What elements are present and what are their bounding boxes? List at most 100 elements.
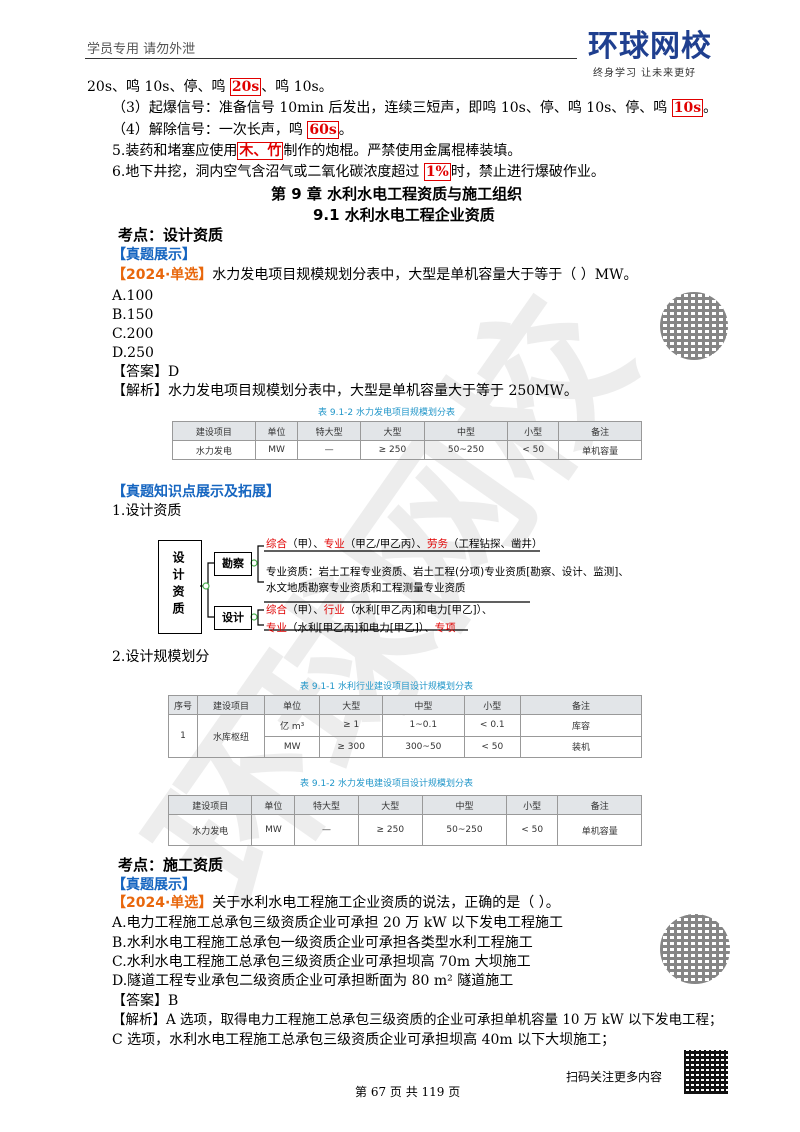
mindmap-sheji-line2: 专业（水利[甲乙丙]和电力[甲乙]）、专项 [266, 622, 456, 634]
kp2-option-a: A.电力工程施工总承包三级资质企业可承担 20 万 kW 以下发电工程施工 [112, 915, 564, 931]
table-cell: MW [254, 440, 299, 460]
table-header-row: 建设项目 单位 特大型 大型 中型 小型 备注 [172, 421, 642, 441]
table-cell: 1~0.1 [382, 714, 465, 737]
table-header-cell: 建设项目 [167, 795, 253, 815]
table-cell: < 50 [507, 440, 560, 460]
table2-caption: 表 9.1-1 水利行业建设项目设计规模划分表 [300, 682, 474, 692]
mindmap-connectors [200, 545, 540, 631]
table-header-cell: 小型 [507, 421, 560, 441]
table3-caption: 表 9.1-2 水力发电建设项目设计规模划分表 [300, 779, 474, 789]
blast-line-2: （3）起爆信号：准备信号 10min 后发出，连续三短声，即鸣 10s、停、鸣 … [112, 99, 718, 117]
chapter-title: 第 9 章 水利水电工程资质与施工组织 [271, 185, 523, 203]
kp1-analysis: 【解析】水力发电项目规模划分表中，大型是单机容量大于等于 250MW。 [112, 383, 578, 399]
header-rule [85, 58, 577, 59]
section-title: 9.1 水利水电工程企业资质 [313, 206, 495, 224]
header-notice: 学员专用 请勿外泄 [87, 42, 196, 57]
table-cell: 水力发电 [172, 440, 256, 460]
table-cell: 50~250 [422, 814, 507, 846]
table-cell: ≥ 1 [319, 714, 384, 737]
table-cell: 50~250 [423, 440, 509, 460]
mindmap-kancha-line1: 综合（甲）、专业（甲乙/甲乙丙）、劳务（工程钻探、凿井） [266, 538, 543, 550]
table-header-cell: 备注 [557, 795, 642, 815]
table-cell: < 0.1 [463, 714, 522, 737]
table-cell: 单机容量 [558, 440, 642, 460]
table-row: MW ≥ 300 300~50 < 50 装机 [169, 735, 642, 758]
kp1-ext-item1: 1.设计资质 [112, 503, 182, 519]
kp2-analysis-1: 【解析】A 选项，取得电力工程施工总承包三级资质的企业可承担单机容量 10 万 … [112, 1012, 723, 1028]
table-cell: MW [251, 814, 296, 846]
table-header-cell: 单位 [254, 421, 299, 441]
mindmap-kancha-line2: 专业资质：岩土工程专业资质、岩土工程(分项)专业资质[勘察、设计、监测]、 [266, 566, 629, 578]
table-header-cell: 中型 [382, 695, 465, 715]
blast-line-4: 5.装药和堵塞应使用木、竹制作的炮棍。严禁使用金属棍棒装填。 [112, 142, 522, 160]
table-cell: 水库枢纽 [197, 714, 265, 758]
table-cell: 单机容量 [557, 814, 642, 846]
table-header-cell: 大型 [319, 695, 384, 715]
kp1-option-a: A.100 [112, 288, 154, 304]
table-cell: 300~50 [382, 735, 465, 758]
table-cell: ≥ 250 [359, 440, 425, 460]
table-header-cell: 特大型 [297, 421, 361, 441]
table-row: 1 水库枢纽 亿 m³ ≥ 1 1~0.1 < 0.1 库容 [168, 714, 642, 758]
kp1-option-d: D.250 [112, 345, 154, 361]
table-cell: ≥ 300 [319, 735, 384, 758]
table-cell: ≥ 250 [357, 814, 424, 846]
mindmap-branch-kancha: 勘察 [214, 552, 252, 576]
logo-slogan: 终身学习 让未来更好 [593, 68, 697, 79]
table-header-cell: 备注 [558, 421, 642, 441]
table-cell: 水力发电 [167, 814, 253, 846]
table-header-cell: 特大型 [294, 795, 359, 815]
kp2-option-c: C.水利水电工程施工总承包三级资质企业可承担坝高 70m 大坝施工 [112, 954, 531, 970]
table-cell: 亿 m³ [263, 714, 321, 737]
table-header-cell: 备注 [520, 695, 642, 715]
kp1-title: 考点：设计资质 [118, 226, 224, 244]
blast-line-1: 20s、鸣 10s、停、鸣 20s、鸣 10s。 [87, 78, 333, 96]
mindmap-kancha-line3: 水文地质勘察专业资质和工程测量专业资质 [266, 582, 466, 594]
mindmap-root: 设计资质 [158, 540, 202, 634]
footer-qr-text: 扫码关注更多内容 [566, 1070, 663, 1084]
table-header-row: 建设项目 单位 特大型 大型 中型 小型 备注 [167, 795, 642, 815]
table-row: 水力发电 MW — ≥ 250 50~250 < 50 单机容量 [167, 814, 642, 846]
kp1-ext-tag: 【真题知识点展示及拓展】 [112, 484, 280, 500]
table-cell: 库容 [520, 714, 642, 737]
qr-code-1 [660, 292, 728, 360]
blast-line-3: （4）解除信号：一次长声，鸣 60s。 [112, 121, 353, 139]
table-header-cell: 单位 [251, 795, 296, 815]
table-cell: MW [263, 735, 321, 758]
kp2-answer: 【答案】B [112, 993, 179, 1009]
mindmap-branch-sheji: 设计 [214, 606, 252, 630]
footer-qr-code [684, 1050, 728, 1094]
table-cell: 1 [168, 714, 198, 758]
kp2-analysis-2: C 选项，水利水电工程施工总承包三级资质企业可承担坝高 40m 以下大坝施工； [112, 1032, 616, 1048]
table-cell: < 50 [463, 735, 522, 758]
mindmap-sheji-line1: 综合（甲）、行业（水利[甲乙丙]和电力[甲乙]）、 [266, 604, 493, 616]
page-number: 第 67 页 共 119 页 [355, 1085, 461, 1099]
table1-caption: 表 9.1-2 水力发电项目规模划分表 [318, 408, 456, 418]
table-header-cell: 建设项目 [172, 421, 256, 441]
table1: 建设项目 单位 特大型 大型 中型 小型 备注 水力发电 MW — ≥ 250 … [172, 421, 642, 460]
kp2-question: 【2024·单选】关于水利水电工程施工企业资质的说法，正确的是（ ）。 [112, 895, 560, 911]
table-header-cell: 中型 [422, 795, 507, 815]
kp2-option-d: D.隧道工程专业承包二级资质企业可承担断面为 80 m² 隧道施工 [112, 973, 514, 989]
kp1-question: 【2024·单选】水力发电项目规模规划分表中，大型是单机容量大于等于（ ）MW。 [112, 267, 638, 283]
table-cell: 装机 [520, 735, 642, 758]
table2: 序号 建设项目 单位 大型 中型 小型 备注 1 水库枢纽 亿 m³ ≥ 1 1… [168, 695, 642, 758]
kp2-option-b: B.水利水电工程施工总承包一级资质企业可承担各类型水利工程施工 [112, 935, 533, 951]
kp1-option-b: B.150 [112, 307, 154, 323]
table-cell: — [294, 814, 359, 846]
logo-main: 环球网校 [588, 29, 712, 64]
table-header-cell: 建设项目 [197, 695, 265, 715]
kp2-tag: 【真题展示】 [112, 877, 196, 893]
table-header-cell: 大型 [359, 421, 425, 441]
qr-code-2 [660, 914, 730, 984]
table-header-row: 序号 建设项目 单位 大型 中型 小型 备注 [168, 695, 642, 715]
table-header-cell: 单位 [263, 695, 321, 715]
kp1-option-c: C.200 [112, 326, 154, 342]
table-cell: < 50 [505, 814, 559, 846]
table-header-cell: 大型 [357, 795, 424, 815]
table-cell: — [297, 440, 361, 460]
logo: 环球网校 终身学习 让未来更好 [588, 29, 738, 80]
kp2-title: 考点：施工资质 [118, 856, 224, 874]
kp1-ext-item2: 2.设计规模划分 [112, 649, 210, 665]
table-header-cell: 中型 [423, 421, 509, 441]
